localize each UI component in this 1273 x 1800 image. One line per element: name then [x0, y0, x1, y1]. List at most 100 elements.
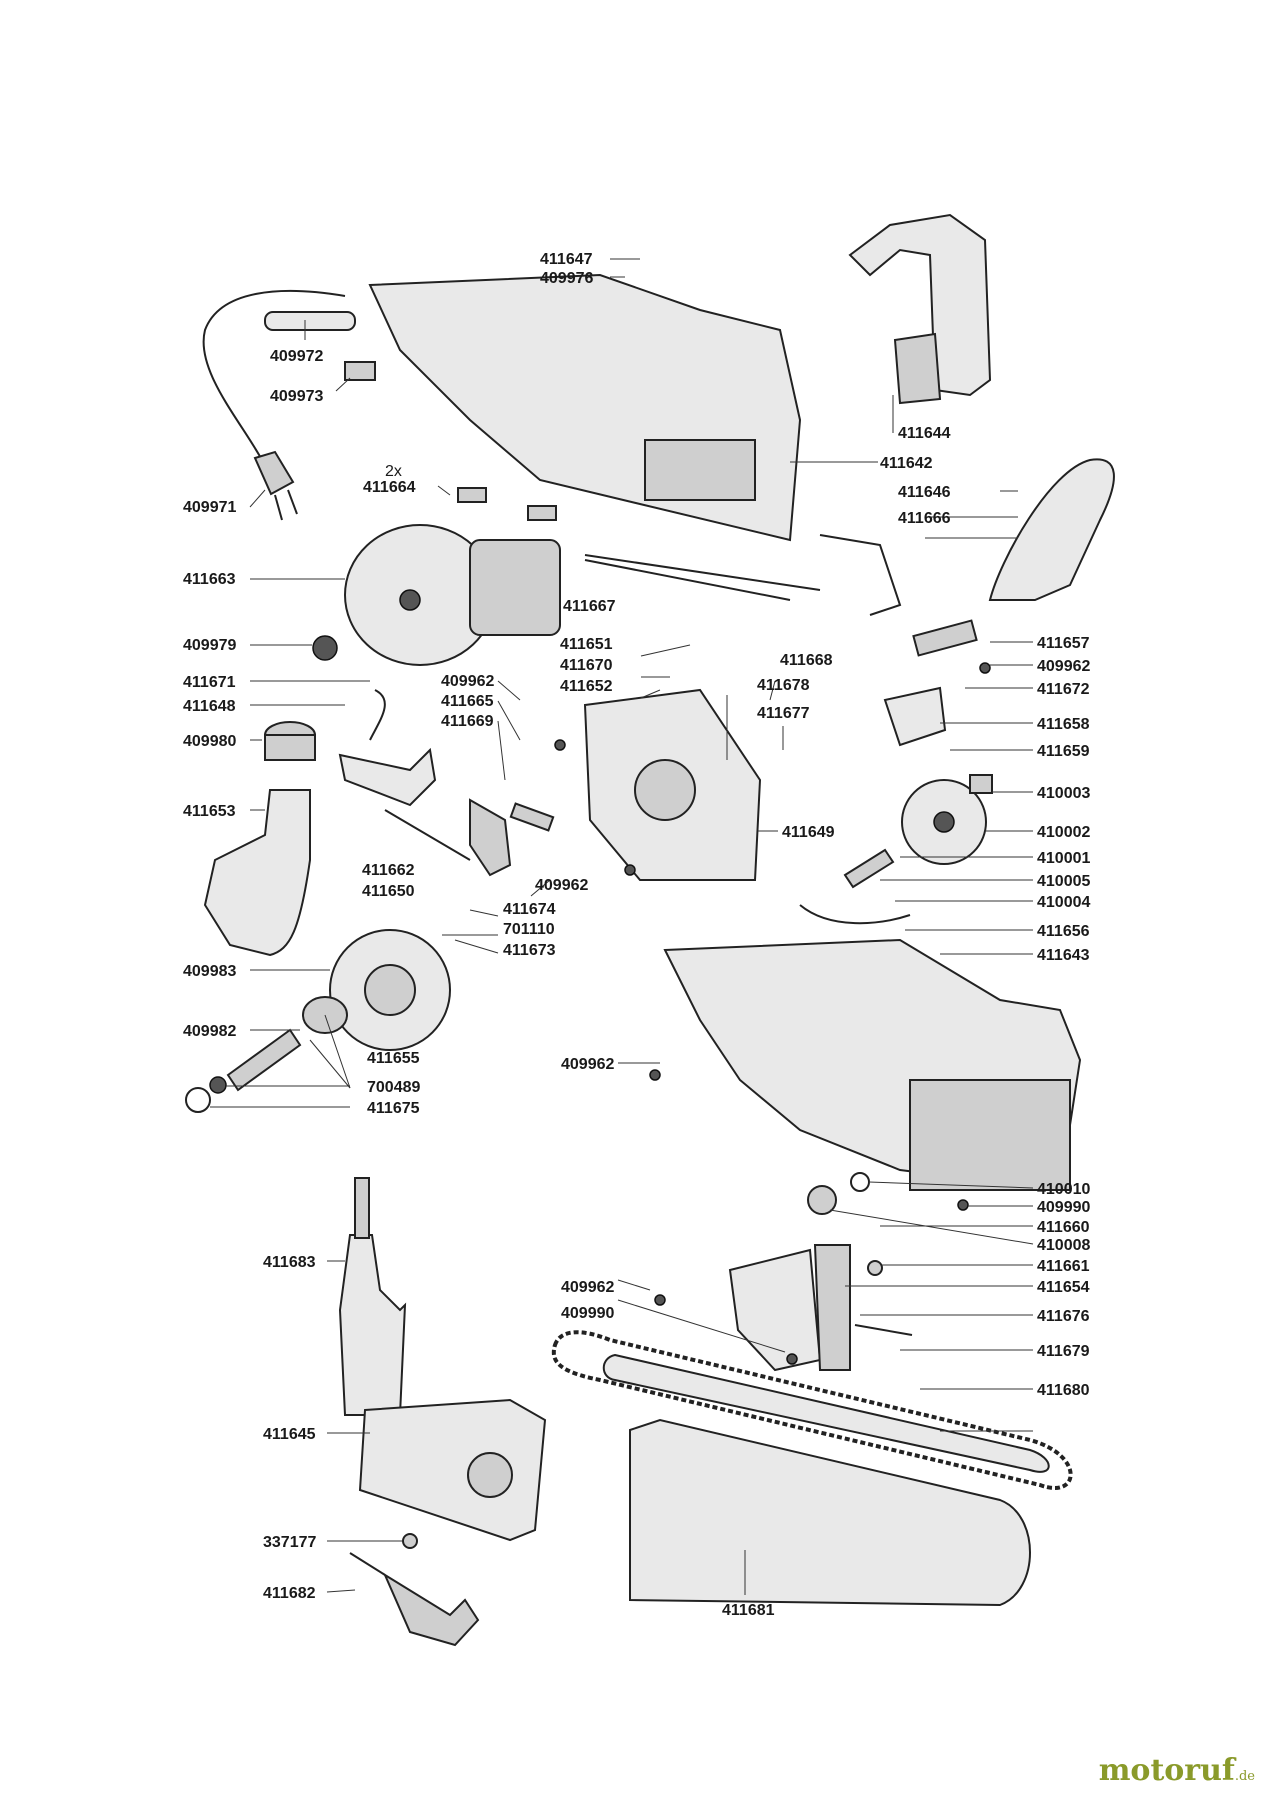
label-411669: 411669 — [441, 713, 494, 730]
sprocket-guard — [909, 1079, 1071, 1191]
label-409962e: 409962 — [561, 1279, 614, 1296]
motor-body — [469, 539, 561, 636]
cover-knob-hole — [467, 1452, 513, 1498]
guide-bar — [602, 1353, 1050, 1473]
oil-pump-lever — [338, 747, 437, 807]
label-411661: 411661 — [1037, 1258, 1090, 1275]
label-411657: 411657 — [1037, 635, 1090, 652]
label-411647: 411647 — [540, 251, 593, 268]
label-409962a: 409962 — [1037, 658, 1090, 675]
compression-spring — [509, 802, 555, 832]
label-409982: 409982 — [183, 1023, 236, 1040]
label-411642: 411642 — [880, 455, 933, 472]
lever-rod — [384, 809, 471, 861]
oil-tank — [203, 789, 311, 957]
bottle-cap — [354, 1177, 370, 1239]
oil-hose — [799, 904, 911, 925]
front-handle — [848, 213, 992, 397]
bracket-plate — [883, 686, 947, 747]
label-411644: 411644 — [898, 425, 951, 442]
label-410008: 410008 — [1037, 1237, 1090, 1254]
wire-harness — [584, 534, 902, 616]
plug-pin-2 — [287, 489, 298, 515]
large-gear-hub — [933, 811, 955, 833]
label-409980: 409980 — [183, 733, 236, 750]
label-411655: 411655 — [367, 1050, 420, 1067]
gearbox-bore — [634, 759, 696, 821]
label-411670: 411670 — [560, 657, 613, 674]
bar-cover — [629, 1418, 1031, 1607]
brand-logo: motoruf.de — [1099, 1753, 1255, 1788]
carbon-brush — [457, 487, 487, 503]
sprocket — [807, 1185, 837, 1215]
guide-plate — [813, 1244, 851, 1371]
chain-brake-arm — [469, 798, 512, 877]
clamp-lever — [912, 619, 978, 657]
label-410004: 410004 — [1037, 894, 1090, 911]
screw — [979, 662, 991, 674]
combination-wrench — [382, 1572, 480, 1647]
handle-grip-end — [893, 332, 942, 405]
label-409983: 409983 — [183, 963, 236, 980]
label-411660: 411660 — [1037, 1219, 1090, 1236]
label-411654: 411654 — [1037, 1279, 1090, 1296]
oil-bottle — [338, 1234, 407, 1416]
label-411675: 411675 — [367, 1100, 420, 1117]
label-409990a: 409990 — [1037, 1199, 1090, 1216]
wrench-blade — [349, 1552, 386, 1576]
label-701110: 701110 — [503, 921, 555, 938]
sprocket-cover — [358, 1398, 547, 1542]
label-411645: 411645 — [263, 1426, 316, 1443]
sprocket-washer — [850, 1172, 870, 1192]
part-labels: 411647 409976 409972 409973 409971 2x 41… — [183, 251, 1090, 1619]
label-409976: 409976 — [540, 270, 593, 287]
label-411659: 411659 — [1037, 743, 1090, 760]
label-337177: 337177 — [263, 1534, 316, 1551]
screw-5 — [957, 1199, 969, 1211]
screw-2 — [554, 739, 566, 751]
drive-gear-hub — [364, 964, 416, 1016]
label-409990b: 409990 — [561, 1305, 614, 1322]
label-411678: 411678 — [757, 677, 810, 694]
label-411663: 411663 — [183, 571, 236, 588]
label-411671: 411671 — [183, 674, 236, 691]
label-409972: 409972 — [270, 348, 323, 365]
label-411683: 411683 — [263, 1254, 316, 1271]
label-409962c: 409962 — [535, 877, 588, 894]
label-411680: 411680 — [1037, 1382, 1090, 1399]
screw-6 — [786, 1353, 798, 1365]
label-411664: 411664 — [363, 479, 416, 496]
brake-spring — [369, 689, 386, 741]
carbon-brush-2 — [527, 505, 557, 521]
cord-sleeve — [264, 311, 356, 331]
label-411646: 411646 — [898, 484, 951, 501]
pinion-gear — [312, 635, 338, 661]
label-411649: 411649 — [782, 824, 835, 841]
label-411667: 411667 — [563, 598, 616, 615]
label-409971: 409971 — [183, 499, 236, 516]
label-410003: 410003 — [1037, 785, 1090, 802]
label-411665: 411665 — [441, 693, 494, 710]
bar-plate — [728, 1248, 822, 1372]
label-410002: 410002 — [1037, 824, 1090, 841]
label-409979: 409979 — [183, 637, 236, 654]
hex-nut — [402, 1533, 418, 1549]
power-cord — [202, 289, 346, 461]
housing-vent — [644, 439, 756, 501]
label-411672: 411672 — [1037, 681, 1090, 698]
label-411653: 411653 — [183, 803, 236, 820]
label-411679: 411679 — [1037, 1343, 1090, 1360]
label-411652: 411652 — [560, 678, 613, 695]
label-411656: 411656 — [1037, 923, 1090, 940]
oil-cap-body — [264, 734, 316, 761]
label-411668: 411668 — [780, 652, 833, 669]
label-411643: 411643 — [1037, 947, 1090, 964]
label-700489: 700489 — [367, 1079, 420, 1096]
label-410001: 410001 — [1037, 850, 1090, 867]
label-411676: 411676 — [1037, 1308, 1090, 1325]
shaft-washer — [209, 1076, 227, 1094]
brand-name: motoruf — [1098, 1753, 1235, 1788]
screw-3 — [624, 864, 636, 876]
label-411666: 411666 — [898, 510, 951, 527]
